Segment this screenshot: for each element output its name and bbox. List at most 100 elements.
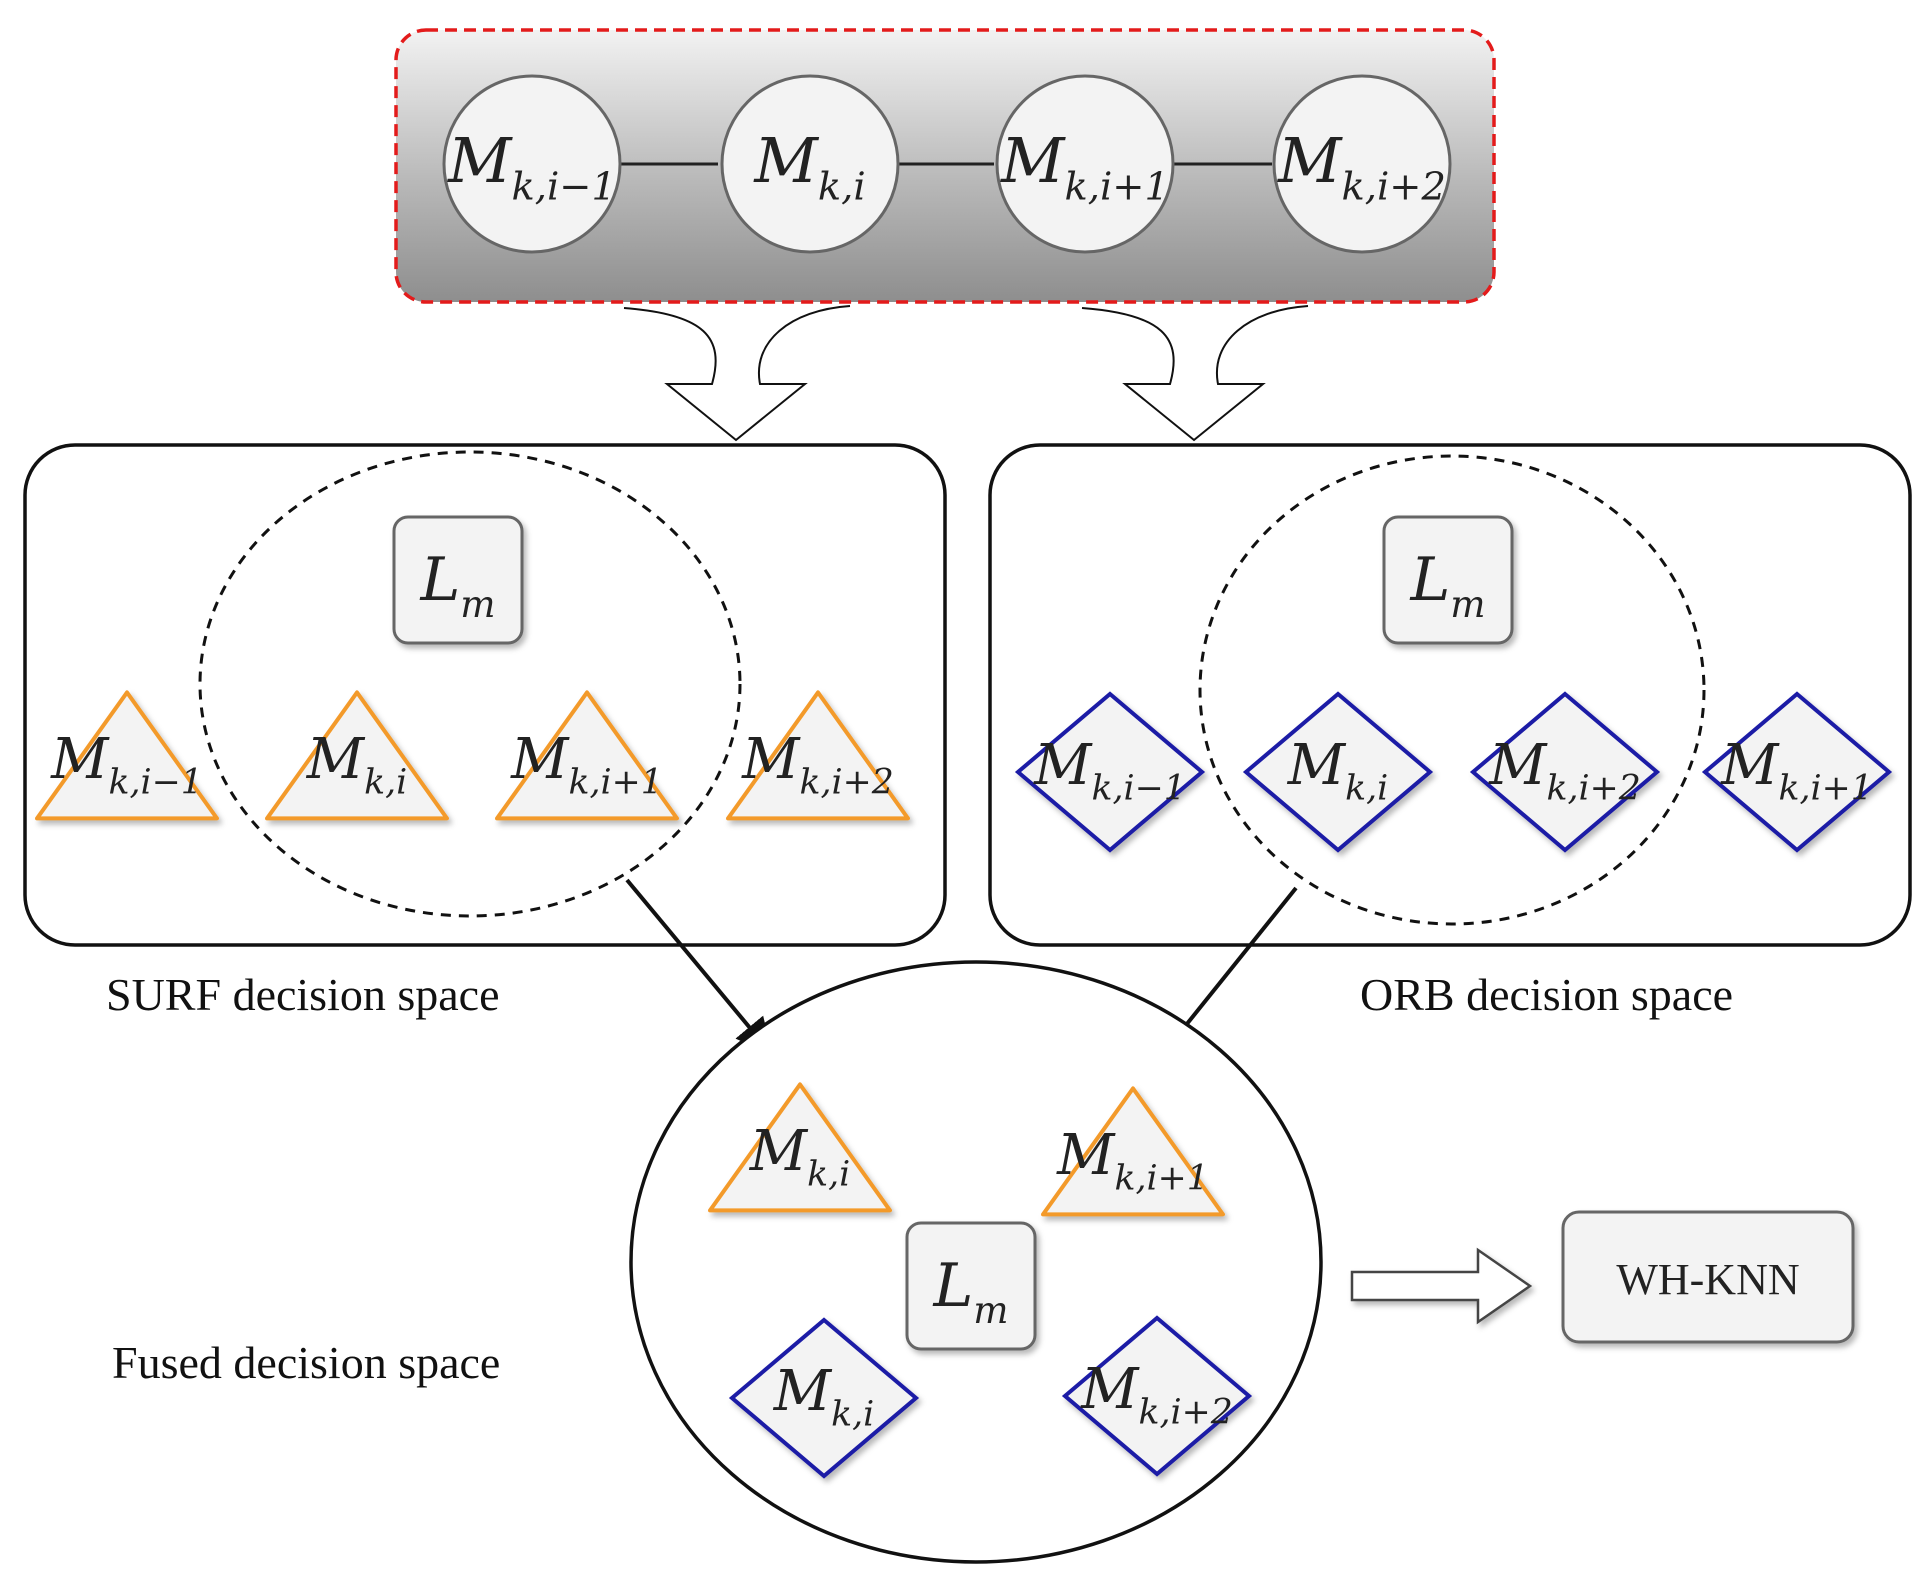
math-main: M xyxy=(1287,733,1347,798)
math-subscript: k,i xyxy=(818,164,866,209)
math-subscript: k,i+1 xyxy=(1778,769,1872,809)
math-subscript: k,i+2 xyxy=(799,763,893,803)
surf-match-triangle: Mk,i−1 xyxy=(35,690,219,821)
math-subscript: k,i+1 xyxy=(1114,1159,1208,1199)
chain-node: Mk,i xyxy=(720,74,900,254)
orb-match-diamond: Mk,i+2 xyxy=(1469,691,1661,853)
orb-match-diamond: Mk,i−1 xyxy=(1014,691,1206,853)
orb-decision-space-box xyxy=(988,443,1912,947)
orb-match-diamond: Mk,i xyxy=(1242,691,1434,853)
chain-node-circle xyxy=(720,74,900,254)
math-label: Mk,i+1 xyxy=(1720,733,1873,809)
math-subscript: k,i xyxy=(364,763,407,803)
math-label: Mk,i−1 xyxy=(447,124,616,209)
landmark-box: Lm xyxy=(905,1221,1037,1351)
orb-caption: ORB decision space xyxy=(1360,969,1733,1020)
math-main: M xyxy=(306,727,366,792)
math-label: Mk,i−1 xyxy=(50,727,203,803)
fused-to-output-arrow xyxy=(1350,1247,1533,1325)
landmark-box: Lm xyxy=(1382,515,1514,645)
math-main: M xyxy=(1000,124,1066,197)
triangle-shape xyxy=(708,1082,892,1213)
math-subscript: k,i xyxy=(1345,769,1388,809)
triangle-shape xyxy=(265,690,449,821)
triangle-shape xyxy=(1041,1086,1225,1217)
surf-to-fused-arrow xyxy=(625,878,773,1055)
math-label: Mk,i xyxy=(749,1119,851,1195)
math-main: M xyxy=(1056,1123,1116,1188)
math-subscript: k,i−1 xyxy=(512,164,616,209)
math-main: L xyxy=(1409,545,1450,615)
surf-neighborhood-ellipse xyxy=(198,450,742,918)
triangle-shape xyxy=(495,690,679,821)
math-subscript: k,i−1 xyxy=(108,763,202,803)
math-subscript: m xyxy=(460,582,495,626)
math-main: M xyxy=(1033,733,1093,798)
orb-neighborhood-ellipse xyxy=(1198,454,1706,926)
math-label: Mk,i xyxy=(773,1359,875,1435)
surf-match-triangle: Mk,i+2 xyxy=(726,690,910,821)
math-main: M xyxy=(50,727,110,792)
math-subscript: k,i xyxy=(831,1395,874,1435)
math-subscript: k,i+1 xyxy=(568,763,662,803)
triangle-shape xyxy=(726,690,910,821)
math-main: M xyxy=(753,124,819,197)
diamond-shape xyxy=(1701,691,1893,853)
landmark-rect xyxy=(392,515,524,645)
math-main: M xyxy=(447,124,513,197)
diamond-shape xyxy=(1242,691,1434,853)
bent-arrow-to-orb xyxy=(1081,305,1309,442)
diamond-shape xyxy=(1469,691,1661,853)
diamond-shape xyxy=(1014,691,1206,853)
math-label: Mk,i+2 xyxy=(1488,733,1641,809)
math-label: Mk,i−1 xyxy=(1033,733,1186,809)
math-subscript: k,i−1 xyxy=(1091,769,1185,809)
wh-knn-box xyxy=(1561,1210,1855,1344)
surf-caption: SURF decision space xyxy=(106,969,500,1020)
landmark-box: Lm xyxy=(392,515,524,645)
math-label: Mk,i+2 xyxy=(1080,1357,1233,1433)
chain-node: Mk,i−1 xyxy=(442,74,622,254)
math-subscript: k,i xyxy=(807,1155,850,1195)
chain-node-circle xyxy=(442,74,622,254)
math-label: Mk,i+1 xyxy=(1000,124,1169,209)
math-main: M xyxy=(1488,733,1548,798)
math-main: M xyxy=(1277,124,1343,197)
math-label: Mk,i xyxy=(753,124,865,209)
math-main: M xyxy=(749,1119,809,1184)
math-main: M xyxy=(510,727,570,792)
math-subscript: k,i+2 xyxy=(1138,1393,1232,1433)
math-subscript: k,i+2 xyxy=(1342,164,1446,209)
math-main: L xyxy=(419,545,460,615)
math-label: Mk,i xyxy=(306,727,408,803)
math-label: Mk,i+2 xyxy=(1277,124,1446,209)
math-main: M xyxy=(1080,1357,1140,1422)
surf-match-triangle: Mk,i+1 xyxy=(1041,1086,1225,1217)
math-label: Mk,i+2 xyxy=(741,727,894,803)
orb-match-diamond: Mk,i+2 xyxy=(1061,1315,1253,1477)
triangle-shape xyxy=(35,690,219,821)
math-label: Lm xyxy=(932,1251,1008,1332)
surf-decision-space-box xyxy=(23,443,947,947)
math-main: M xyxy=(1720,733,1780,798)
math-subscript: k,i+1 xyxy=(1065,164,1169,209)
math-main: L xyxy=(932,1251,973,1321)
math-label: Mk,i+1 xyxy=(510,727,663,803)
orb-match-diamond: Mk,i xyxy=(728,1317,920,1479)
surf-match-triangle: Mk,i xyxy=(708,1082,892,1213)
math-label: Mk,i xyxy=(1287,733,1389,809)
landmark-rect xyxy=(1382,515,1514,645)
chain-node: Mk,i+2 xyxy=(1272,74,1452,254)
surf-match-triangle: Mk,i xyxy=(265,690,449,821)
math-subscript: m xyxy=(973,1288,1008,1332)
bent-arrow-to-surf xyxy=(623,305,851,442)
wh-knn-label: WH-KNN xyxy=(1616,1255,1799,1304)
diamond-shape xyxy=(728,1317,920,1479)
chain-node-circle xyxy=(1272,74,1452,254)
math-subscript: m xyxy=(1450,582,1485,626)
